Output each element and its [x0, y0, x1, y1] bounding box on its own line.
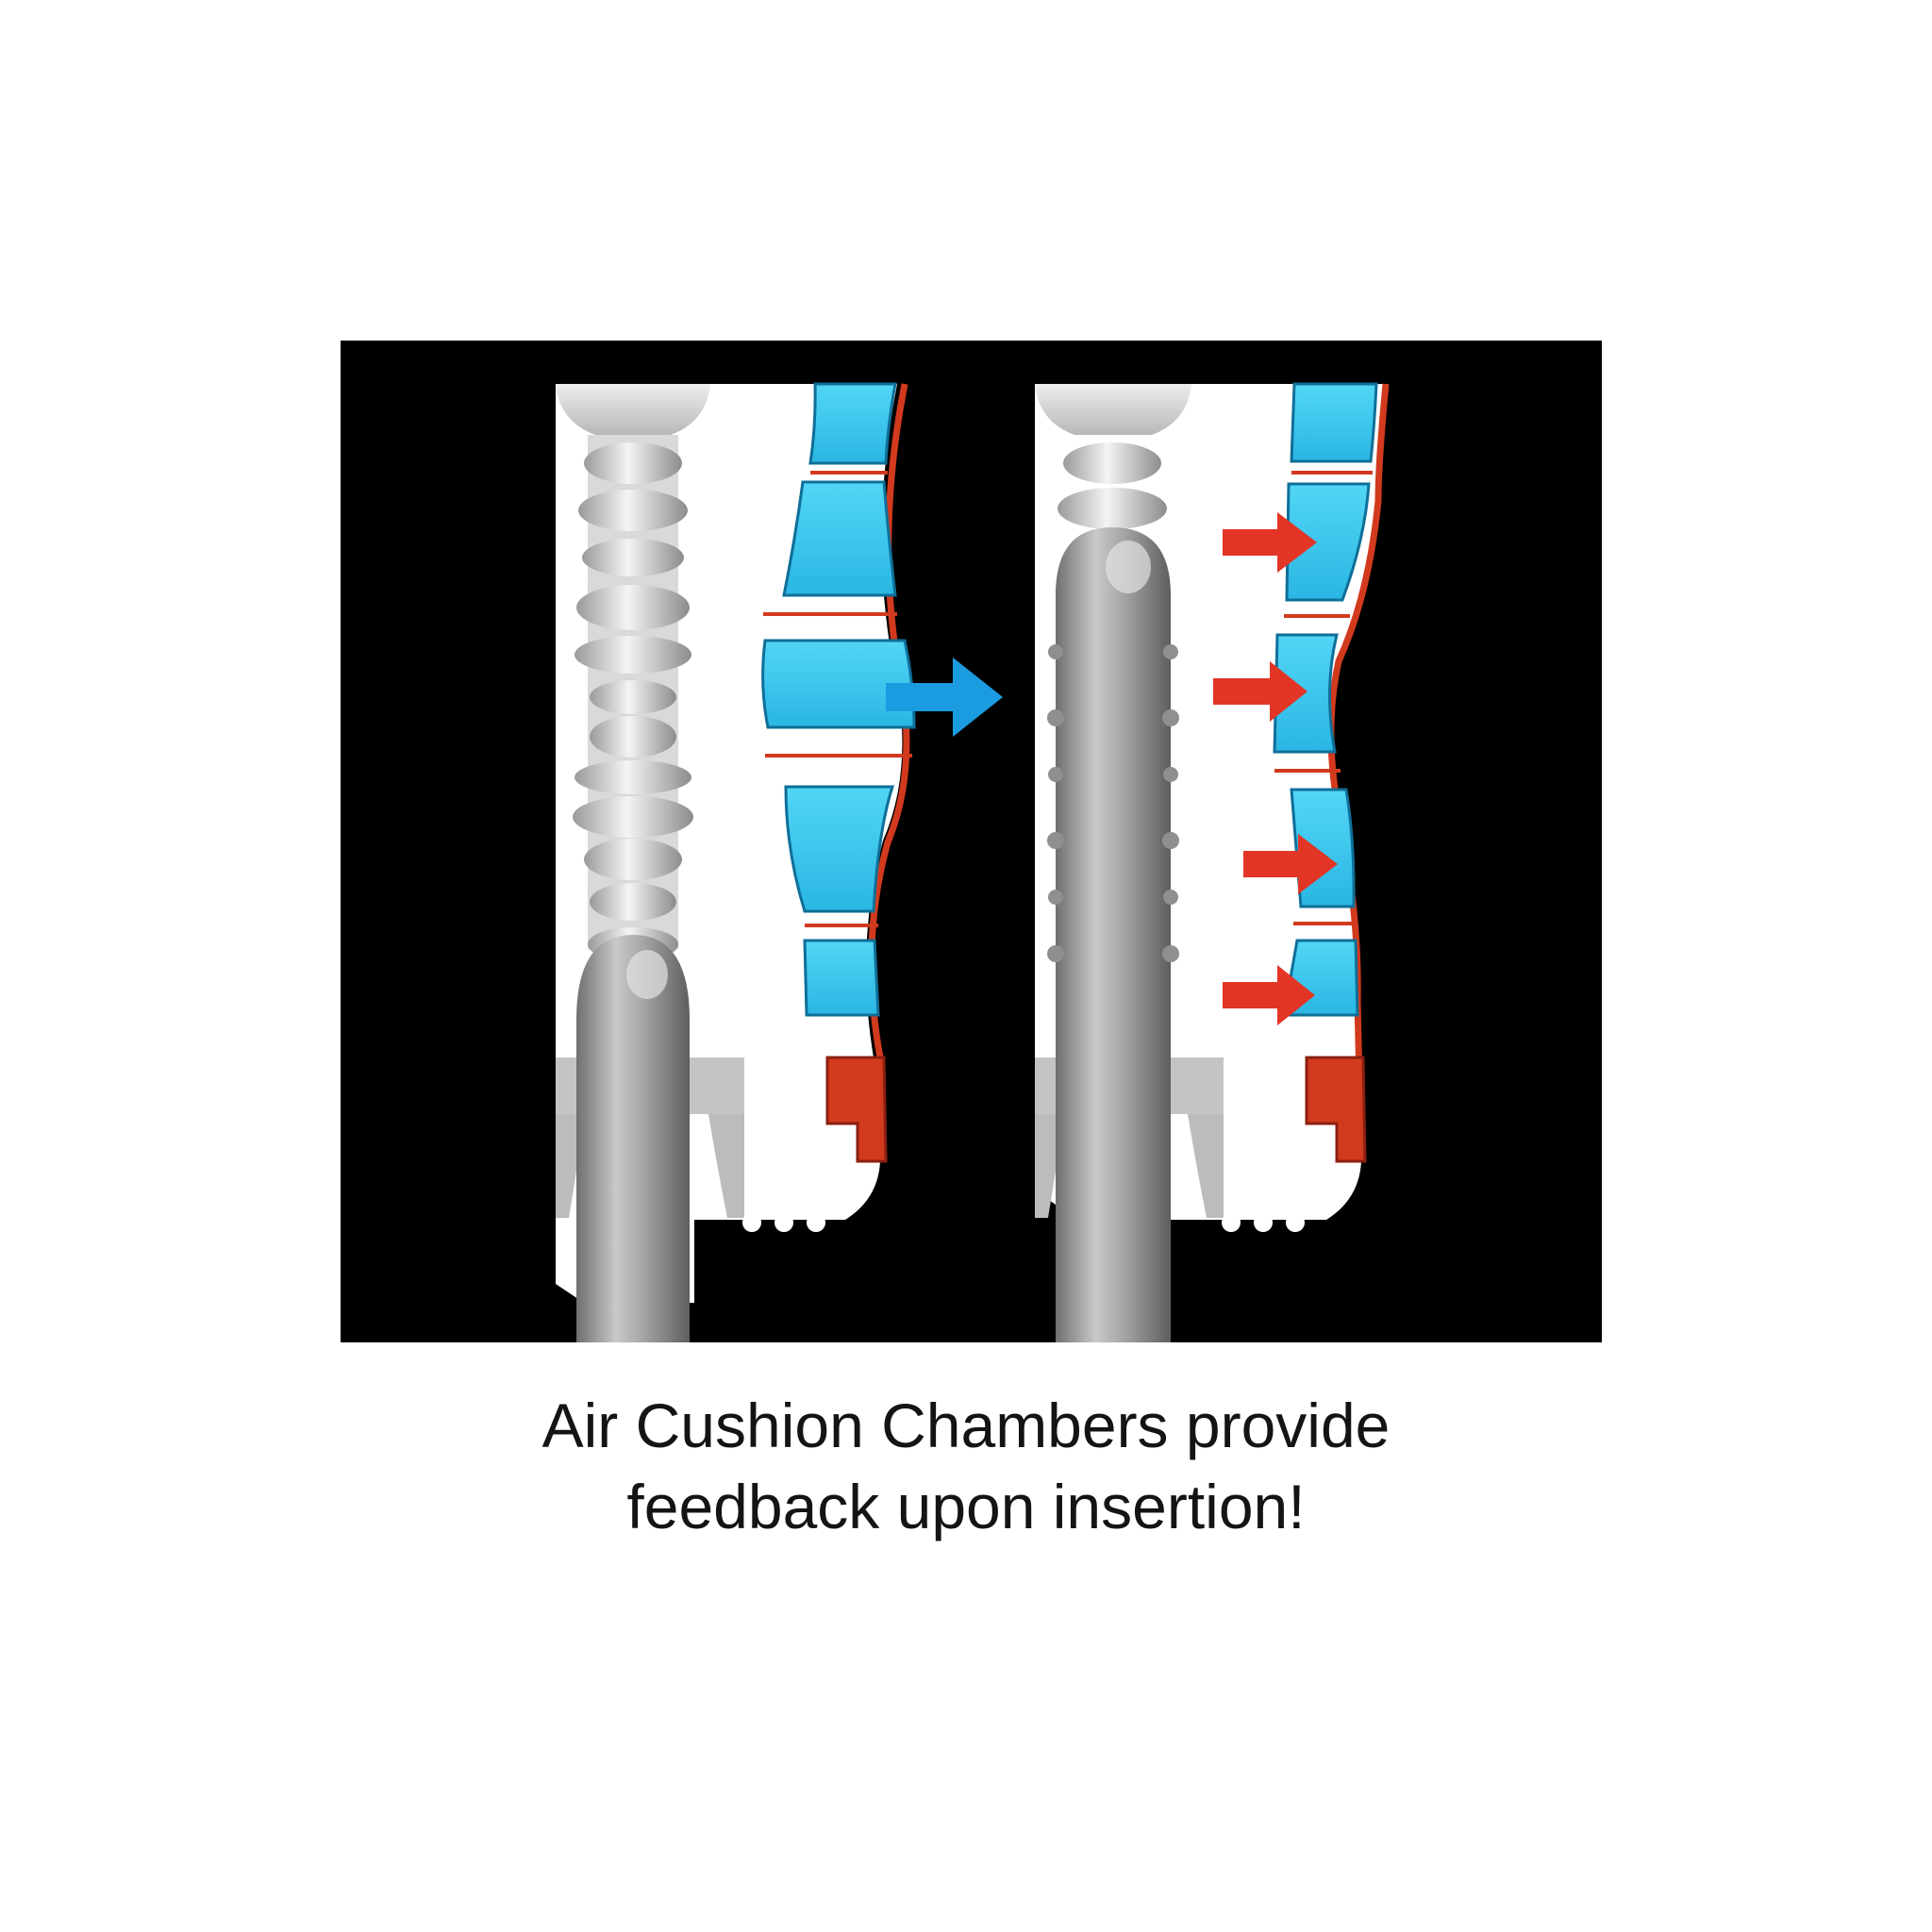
air-chamber [784, 785, 895, 913]
pressure-arrow-icon [1213, 661, 1307, 722]
left-ribbed-canal [573, 435, 693, 961]
bump [1286, 1213, 1305, 1232]
left-rod [576, 935, 690, 1342]
pressure-arrow-icon [1223, 965, 1315, 1025]
left-cross-section [556, 382, 916, 1342]
left-top-cap [556, 384, 710, 435]
air-chamber [1290, 382, 1378, 463]
rib [584, 839, 682, 880]
rib [1058, 488, 1167, 529]
right-rod [1056, 527, 1171, 1342]
bump [807, 1213, 825, 1232]
caption: Air Cushion Chambers provide feedback up… [0, 1385, 1932, 1547]
right-air-chambers [1273, 382, 1378, 1017]
bump [1222, 1213, 1241, 1232]
rib [584, 442, 682, 484]
left-collar-flare-right [708, 1114, 744, 1218]
right-base-fitting [1305, 1056, 1367, 1163]
rib [575, 636, 691, 674]
air-cushion-diagram [556, 382, 1390, 1342]
left-base-fitting [825, 1056, 888, 1163]
rib [573, 796, 693, 838]
rib [576, 585, 690, 630]
air-chamber [1273, 633, 1339, 754]
left-air-chambers [761, 382, 916, 1017]
air-chamber [782, 480, 897, 597]
right-collar-flare-right [1188, 1114, 1224, 1218]
right-rod-highlight [1106, 541, 1151, 593]
air-chamber [761, 639, 916, 729]
rib [582, 539, 684, 576]
air-chamber [803, 939, 880, 1017]
pressure-arrow-icon [1223, 512, 1317, 573]
air-chamber [1285, 482, 1371, 602]
bump [774, 1213, 793, 1232]
right-rod-bumps [1047, 644, 1179, 962]
rib [590, 680, 676, 714]
air-chamber [808, 382, 897, 465]
bump [1254, 1213, 1273, 1232]
caption-line-1: Air Cushion Chambers provide [541, 1391, 1391, 1460]
transition-arrow-icon [886, 658, 1003, 737]
left-rod-highlight [626, 950, 668, 999]
bump [742, 1213, 761, 1232]
caption-line-2: feedback upon insertion! [626, 1472, 1306, 1541]
pressure-arrow-icon [1243, 834, 1338, 894]
right-top-cap [1035, 384, 1191, 435]
diagram-panel [341, 341, 1602, 1342]
rib [575, 760, 691, 794]
rib [590, 716, 676, 758]
rib [1063, 442, 1161, 484]
rib [578, 490, 688, 531]
right-cross-section [1035, 382, 1390, 1342]
rib [590, 883, 676, 921]
